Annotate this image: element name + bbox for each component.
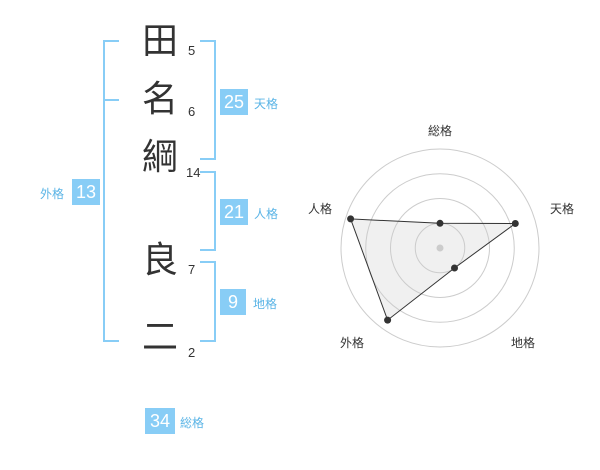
kanji-1: 田	[141, 21, 178, 62]
kanji-3: 綱	[141, 137, 178, 178]
radar-point-1	[436, 219, 444, 227]
radar-axis-label-jinkaku: 人格	[308, 202, 333, 216]
radar-axis-label-chikaku: 地格	[511, 336, 536, 350]
stroke-count-4: 7	[188, 262, 196, 277]
gaikaku-label: 外格	[40, 187, 65, 201]
jinkaku-value-box: 21	[220, 199, 248, 225]
radar-ring-2	[390, 198, 490, 298]
tenkaku-value-box: 25	[220, 89, 248, 115]
stroke-count-2: 6	[188, 104, 196, 119]
radar-axis-label-tenkaku: 天格	[550, 202, 575, 216]
kanji-5: 二	[141, 317, 178, 358]
kanji-2: 名	[141, 79, 178, 120]
radar-center-dot	[436, 244, 444, 252]
radar-series-polygon	[349, 218, 517, 321]
chikaku-value-box: 9	[220, 289, 246, 315]
soukaku-label: 総格	[180, 416, 205, 430]
stroke-count-1: 5	[188, 43, 196, 58]
radar-axis-label-gaikaku: 外格	[340, 336, 365, 350]
radar-ring-3	[365, 173, 515, 323]
radar-axis-label-soukaku: 総格	[428, 124, 453, 138]
radar-point-3	[451, 264, 458, 272]
radar-point-4	[384, 316, 392, 324]
tenkaku-bracket	[200, 40, 216, 160]
radar-ring-4	[340, 148, 540, 348]
gaikaku-bracket	[103, 40, 119, 342]
jinkaku-label: 人格	[254, 207, 279, 221]
radar-point-5	[347, 215, 355, 223]
gaikaku-bracket-mid-tick	[103, 99, 119, 101]
stroke-count-5: 2	[188, 345, 196, 360]
jinkaku-bracket	[200, 171, 216, 251]
chikaku-bracket	[200, 261, 216, 342]
radar-point-2	[511, 220, 519, 227]
stroke-count-3: 14	[186, 165, 201, 180]
kanji-4: 良	[141, 240, 178, 281]
soukaku-value-box: 34	[145, 408, 175, 434]
gaikaku-value-box: 13	[72, 179, 100, 205]
chikaku-label: 地格	[253, 297, 278, 311]
tenkaku-label: 天格	[254, 97, 279, 111]
